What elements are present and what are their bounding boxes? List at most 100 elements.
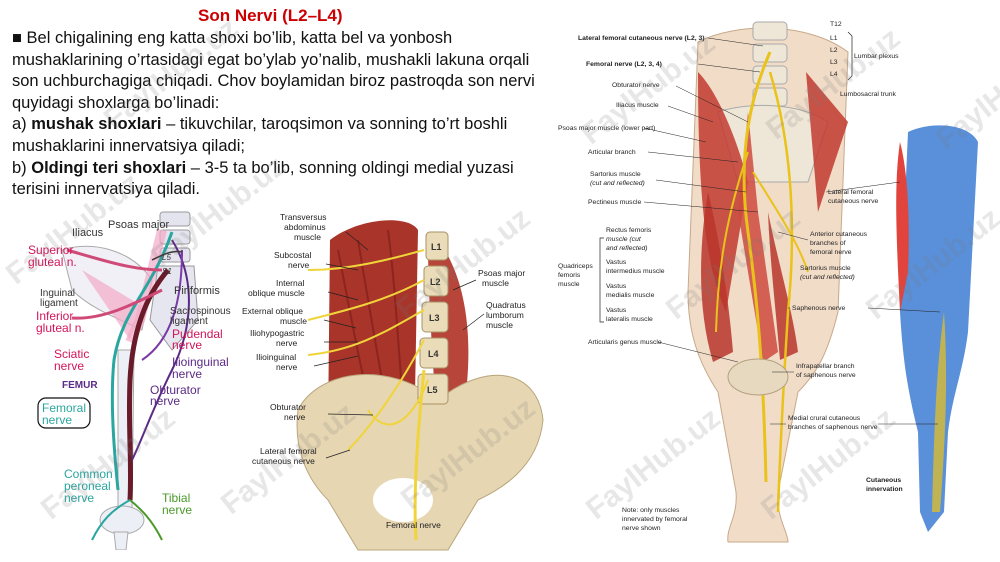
label-femoral-nerve: Femoral nerve xyxy=(386,520,441,530)
svg-text:gluteal n.: gluteal n. xyxy=(28,255,77,269)
saphenous-nerve-line xyxy=(768,71,794,513)
item-b-term: Oldingi teri shoxlari xyxy=(31,158,187,177)
knee-shape xyxy=(99,505,145,535)
svg-text:nerve: nerve xyxy=(150,394,180,408)
label-l5: L5 xyxy=(162,253,171,262)
branch-line xyxy=(752,171,809,273)
tibial-nerve-line xyxy=(129,499,163,541)
label-inferior-gluteal: Inferior xyxy=(36,309,73,323)
vertebra-l3 xyxy=(421,301,449,333)
obturator-nerve-line xyxy=(131,239,190,461)
cutaneous-map-leg xyxy=(900,125,978,532)
ilioinguinal-nerve-line xyxy=(141,249,183,361)
vertebra-shape xyxy=(752,21,788,41)
vertebra-l5 xyxy=(417,373,449,405)
svg-text:peroneal: peroneal xyxy=(64,479,111,493)
svg-text:nerve: nerve xyxy=(162,503,192,517)
lateral-femoral-nerve-line xyxy=(347,339,425,451)
leader-line xyxy=(643,201,759,213)
svg-text:cutaneous nerve: cutaneous nerve xyxy=(252,456,315,466)
leader-line xyxy=(345,231,369,251)
svg-text:medialis muscle: medialis muscle xyxy=(606,292,655,299)
lumbar-plexus-illustration: L1 L2 L3 L4 L5 Transversus abdominus mus… xyxy=(238,210,548,555)
leader-line xyxy=(325,263,359,271)
label-common-peroneal: Common xyxy=(64,467,113,481)
label-obturator: Obturator nerve xyxy=(612,82,660,89)
label-vastus-intermedius: Vastus xyxy=(606,259,627,266)
label-sacrospinous: Sacrospinous xyxy=(170,306,231,317)
leader-line xyxy=(667,105,714,123)
label-quadriceps: Quadriceps xyxy=(558,263,593,270)
label-obturator: Obturator xyxy=(150,383,201,397)
branch-line xyxy=(715,151,749,333)
label-level-l1: L1 xyxy=(830,35,838,42)
label-femur: FEMUR xyxy=(62,380,98,391)
slide-body: ■ Bel chigalining eng katta shoxi bo’lib… xyxy=(12,28,542,201)
svg-text:femoral nerve: femoral nerve xyxy=(810,249,852,256)
leader-line xyxy=(655,179,747,193)
label-quadratus: Quadratus xyxy=(486,300,526,310)
svg-text:and reflected): and reflected) xyxy=(606,245,648,252)
label-vertebra-l3: L3 xyxy=(429,313,440,323)
label-iliohypogastric: Iliohypogastric xyxy=(250,328,305,338)
svg-text:nerve: nerve xyxy=(276,362,298,372)
saphenous-zone xyxy=(932,312,947,512)
vastus-lateralis-muscle xyxy=(701,192,733,362)
label-vertebra-l2: L2 xyxy=(430,277,441,287)
leader-line xyxy=(777,231,809,241)
svg-text:muscle: muscle xyxy=(486,320,513,330)
label-vertebra-l5: L5 xyxy=(427,385,438,395)
femoral-nerve-line xyxy=(413,369,426,541)
label-femoral-nerve-levels: Femoral nerve (L2, 3, 4) xyxy=(586,61,662,68)
label-cutaneous-innervation: Cutaneous xyxy=(866,477,901,484)
label-femoral: Femoral xyxy=(42,401,86,415)
slide-title: Son Nervi (L2–L4) xyxy=(198,6,343,25)
label-level-l4: L4 xyxy=(830,71,838,78)
label-articularis-genus: Articularis genus muscle xyxy=(588,339,662,346)
label-lumbosacral-trunk: Lumbosacral trunk xyxy=(840,91,897,98)
svg-text:branches of: branches of xyxy=(810,240,846,247)
connector-line xyxy=(151,250,183,261)
label-medial-crural: Medial crural cutaneous xyxy=(788,415,861,422)
label-piriformis: Piriformis xyxy=(174,285,220,297)
vertebra-l1 xyxy=(425,231,449,261)
label-lateral-femoral: Lateral femoral xyxy=(260,446,317,456)
label-infrapatellar: Infrapatellar branch xyxy=(796,363,855,370)
label-level-l2: L2 xyxy=(830,47,838,54)
tibia-shape xyxy=(113,531,129,550)
label-s1: S1 xyxy=(162,267,172,276)
label-articular-branch: Articular branch xyxy=(588,149,636,156)
lateral-femoral-zone xyxy=(896,142,909,312)
item-a-term: mushak shoxlari xyxy=(31,115,162,134)
svg-text:of saphenous nerve: of saphenous nerve xyxy=(796,372,856,379)
label-iliacus: Iliacus muscle xyxy=(616,102,659,109)
obturator-nerve-line xyxy=(367,379,429,426)
svg-text:(cut and reflected): (cut and reflected) xyxy=(800,274,855,281)
label-subcostal: Subcostal xyxy=(274,250,311,260)
knee-bone xyxy=(727,358,789,396)
leader-line xyxy=(325,449,351,459)
label-lateral-femoral-cutaneous: Lateral femoral cutaneous nerve (L2, 3) xyxy=(578,35,705,42)
sartorius-muscle xyxy=(738,112,778,362)
leader-line xyxy=(657,341,739,363)
label-vastus-medialis: Vastus xyxy=(606,283,627,290)
leader-line xyxy=(327,291,359,301)
label-psoas: Psoas major muscle (lower part) xyxy=(558,125,655,132)
svg-text:muscle: muscle xyxy=(558,281,580,288)
label-transversus: Transversus xyxy=(280,212,326,222)
svg-text:nerve: nerve xyxy=(54,359,84,373)
svg-text:nerve: nerve xyxy=(42,413,72,427)
label-sciatic: Sciatic xyxy=(54,347,89,361)
svg-text:innervated by femoral: innervated by femoral xyxy=(622,516,688,523)
femoral-highlight-box xyxy=(37,397,91,429)
label-tibial: Tibial xyxy=(162,491,190,505)
quadriceps-bracket xyxy=(599,237,604,323)
label-anterior-cutaneous: Anterior cutaneous xyxy=(810,231,868,238)
superior-gluteal-line xyxy=(66,248,163,272)
label-level-l3: L3 xyxy=(830,59,838,66)
iliohypogastric-nerve-line xyxy=(307,279,425,321)
svg-text:intermedius muscle: intermedius muscle xyxy=(606,268,665,275)
list-item-a: a) mushak shoxlari – tikuvchilar, taroqs… xyxy=(12,115,508,155)
leader-line xyxy=(697,63,761,73)
